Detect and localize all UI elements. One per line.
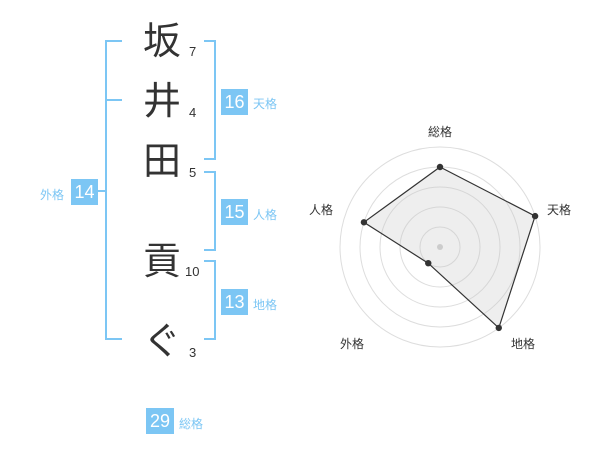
- radar-axis-label-tenkaku: 天格: [547, 203, 572, 217]
- gaikaku-bracket-stub: [98, 190, 105, 192]
- stroke-count-3: 5: [189, 165, 197, 180]
- stroke-count-2: 4: [189, 105, 197, 120]
- radar-axis-label-chikaku: 地格: [511, 337, 536, 351]
- soukaku-label: 総格: [179, 417, 204, 431]
- radar-grid-ring: [399, 206, 481, 288]
- chikaku-bracket-vertical: [214, 260, 216, 340]
- gaikaku-value-badge: 14: [71, 179, 98, 205]
- radar-point-4: [425, 259, 432, 267]
- radar-axis-label-gaikaku: 外格: [340, 337, 365, 351]
- radar-point-3: [495, 324, 502, 332]
- radar-value-polygon: [362, 166, 536, 329]
- name-char-3: 田: [142, 139, 181, 183]
- soukaku-value-badge: 29: [146, 408, 174, 434]
- chikaku-label: 地格: [253, 298, 278, 312]
- gaikaku-bracket-bottom: [105, 338, 122, 340]
- radar-grid-ring: [379, 186, 501, 308]
- jinkaku-value-badge: 15: [221, 199, 248, 225]
- jinkaku-label: 人格: [253, 208, 278, 222]
- name-char-5: ぐ: [142, 319, 181, 363]
- radar-axis-label-jinkaku: 人格: [309, 203, 334, 217]
- jinkaku-bracket-bottom: [204, 249, 216, 251]
- chikaku-bracket-bottom: [204, 338, 216, 340]
- name-char-2: 井: [142, 79, 181, 123]
- radar-grid-ring: [419, 226, 461, 268]
- radar-point-2: [531, 212, 539, 220]
- gaikaku-bracket-vertical: [105, 40, 107, 340]
- tenkaku-bracket-bottom: [204, 158, 216, 160]
- stroke-count-5: 3: [189, 345, 197, 360]
- radar-point-5: [360, 219, 368, 226]
- stroke-count-1: 7: [189, 44, 197, 59]
- tenkaku-value-badge: 16: [221, 89, 248, 115]
- radar-grid-ring: [339, 146, 541, 348]
- jinkaku-bracket-vertical: [214, 171, 216, 251]
- radar-point-1: [436, 163, 444, 171]
- tenkaku-label: 天格: [253, 97, 278, 111]
- gaikaku-bracket-mid: [105, 99, 122, 101]
- gaikaku-bracket-top: [105, 40, 122, 42]
- radar-center-dot: [437, 244, 443, 250]
- stroke-count-4: 10: [185, 264, 200, 279]
- jinkaku-bracket-top: [204, 171, 216, 173]
- tenkaku-bracket-vertical: [214, 40, 216, 160]
- gaikaku-label: 外格: [40, 188, 65, 202]
- name-char-4: 貢: [142, 239, 181, 283]
- tenkaku-bracket-top: [204, 40, 216, 42]
- chikaku-bracket-top: [204, 260, 216, 262]
- radar-axis-label-soukaku: 総格: [428, 125, 453, 139]
- chikaku-value-badge: 13: [221, 289, 248, 315]
- name-char-1: 坂: [142, 19, 181, 63]
